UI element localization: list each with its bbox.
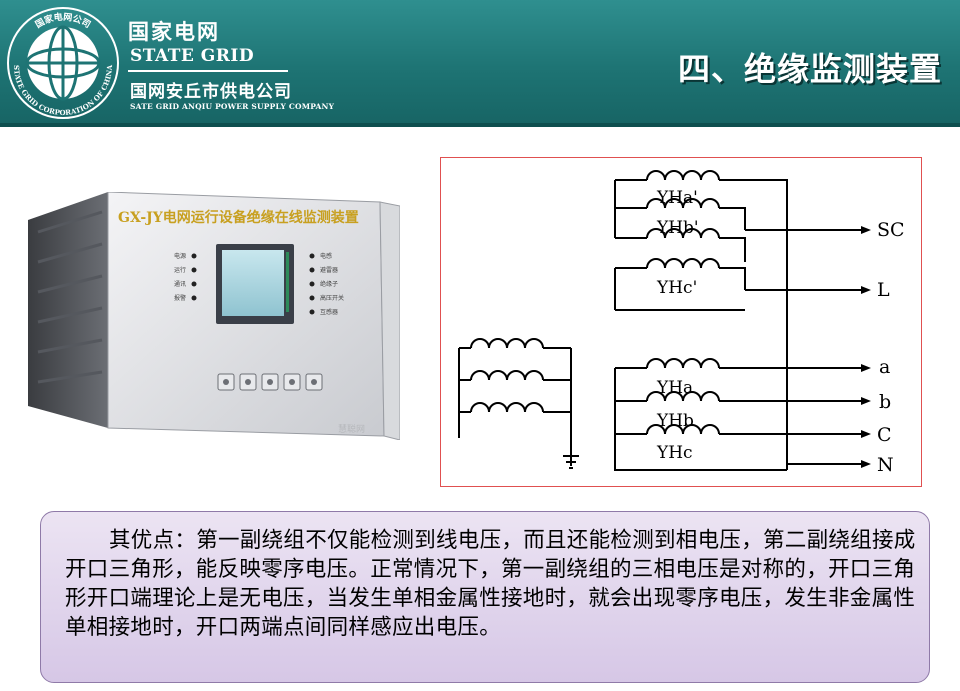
device-keypad [217,373,323,391]
header-divider [0,123,960,127]
description-text: 其优点：第一副绕组不仅能检测到线电压，而且还能检测到相电压，第二副绕组接成开口三… [65,528,916,640]
brand-divider [128,70,288,72]
indicator-led [191,253,197,259]
indicator-led [191,281,197,287]
coil-label: YHb [656,411,694,431]
section-title: 四、绝缘监测装置 [677,50,942,88]
terminal-label: L [877,279,890,301]
terminal-label: C [877,424,892,446]
left-indicator-label: 报警 [174,294,186,302]
right-indicator-label: 高压开关 [320,294,344,302]
terminal-label: a [879,356,890,378]
right-indicator-label: 电感 [320,252,332,260]
right-indicator-label: 互感器 [320,308,338,316]
terminal-label: SC [877,219,905,241]
company-name-en: SATE GRID ANQIU POWER SUPPLY COMPANY [130,102,335,111]
terminal-label: b [879,391,891,413]
left-indicator-label: 运行 [174,266,186,274]
indicator-led [309,309,315,315]
device-panel-title: GX-JY电网运行设备绝缘在线监测装置 [118,209,359,226]
brand-name-cn: 国家电网 [128,20,220,44]
coil-label: YHc' [656,278,697,298]
device-photo: GX-JY电网运行设备绝缘在线监测装置 电源 运行 通讯 报警 电感 避雷器 绝… [28,191,401,441]
right-indicator-label: 绝缘子 [320,280,338,288]
coil-label: YHa [656,378,693,398]
svg-text:国家电网公司: 国家电网公司 [34,11,93,31]
coil-label: YHb' [656,218,699,238]
indicator-led [191,267,197,273]
circuit-diagram: YHa' YHb' YHc' YHa YHb YHc SC L a b C N [440,157,922,487]
indicator-led [309,253,315,259]
header-banner: 国家电网公司 STATE GRID CORPORATION OF CHINA 国… [0,0,960,123]
company-name-cn: 国网安丘市供电公司 [130,82,292,102]
right-indicator-label: 避雷器 [320,266,338,274]
indicator-led [309,295,315,301]
description-box: 其优点：第一副绕组不仅能检测到线电压，而且还能检测到相电压，第二副绕组接成开口三… [40,511,930,683]
indicator-led [309,281,315,287]
coil-label: YHc [656,443,693,463]
lcd-screen [222,250,284,316]
indicator-led [191,295,197,301]
left-indicator-label: 电源 [174,252,186,260]
lcd-side-led [286,252,289,312]
logo-ring-top-text: 国家电网公司 [34,11,93,31]
state-grid-logo: 国家电网公司 STATE GRID CORPORATION OF CHINA [4,4,122,122]
indicator-led [309,267,315,273]
photo-watermark: 慧聪网 [338,423,365,435]
terminal-label: N [877,454,894,476]
coil-label: YHa' [656,188,698,208]
brand-name-en: STATE GRID [130,46,255,66]
left-indicator-label: 通讯 [174,280,186,288]
